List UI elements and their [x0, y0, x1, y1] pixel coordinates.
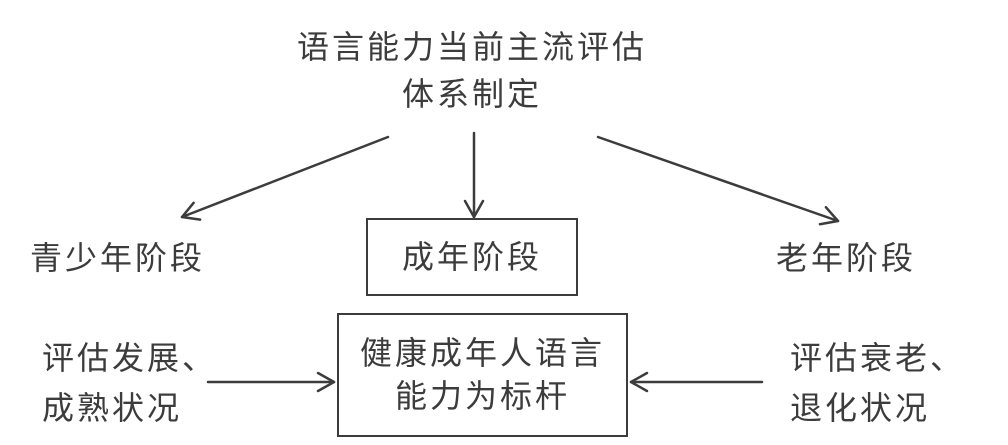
stage-elderly-label: 老年阶段 — [776, 239, 917, 277]
benchmark-line-2: 能力为标杆 — [394, 377, 570, 415]
arrow-title-to-adult-head — [463, 199, 485, 219]
stage-youth-label: 青少年阶段 — [30, 239, 206, 277]
stage-adult-box: 成年阶段 — [366, 218, 578, 296]
stage-adult-label: 成年阶段 — [401, 238, 542, 276]
arrow-title-to-youth-head — [180, 201, 202, 221]
benchmark-line-1: 健康成年人语言 — [359, 334, 605, 372]
arrow-aging-to-benchmark — [629, 371, 764, 393]
arrow-title-to-youth — [180, 135, 390, 221]
arrow-title-to-adult — [463, 131, 485, 219]
arrow-title-to-elderly-head — [818, 205, 840, 226]
arrow-title-to-elderly — [596, 135, 840, 226]
title-line-2: 体系制定 — [401, 75, 542, 113]
development-note-line-2: 成熟状况 — [42, 389, 183, 427]
arrow-title-to-elderly-shaft — [596, 135, 840, 223]
arrow-title-to-youth-shaft — [180, 135, 390, 219]
aging-note-line-2: 退化状况 — [790, 389, 931, 427]
arrow-development-to-benchmark — [206, 371, 336, 393]
development-note-line-1: 评估发展、 — [42, 339, 218, 377]
benchmark-box: 健康成年人语言 能力为标杆 — [337, 313, 628, 437]
arrow-development-to-benchmark-head — [316, 371, 336, 393]
aging-note: 评估衰老、 退化状况 — [790, 333, 965, 433]
diagram-title: 语言能力当前主流评估 体系制定 — [272, 24, 672, 118]
aging-note-line-1: 评估衰老、 — [790, 339, 966, 377]
development-note: 评估发展、 成熟状况 — [42, 333, 217, 433]
title-line-1: 语言能力当前主流评估 — [296, 28, 647, 66]
arrow-aging-to-benchmark-head — [629, 371, 649, 393]
